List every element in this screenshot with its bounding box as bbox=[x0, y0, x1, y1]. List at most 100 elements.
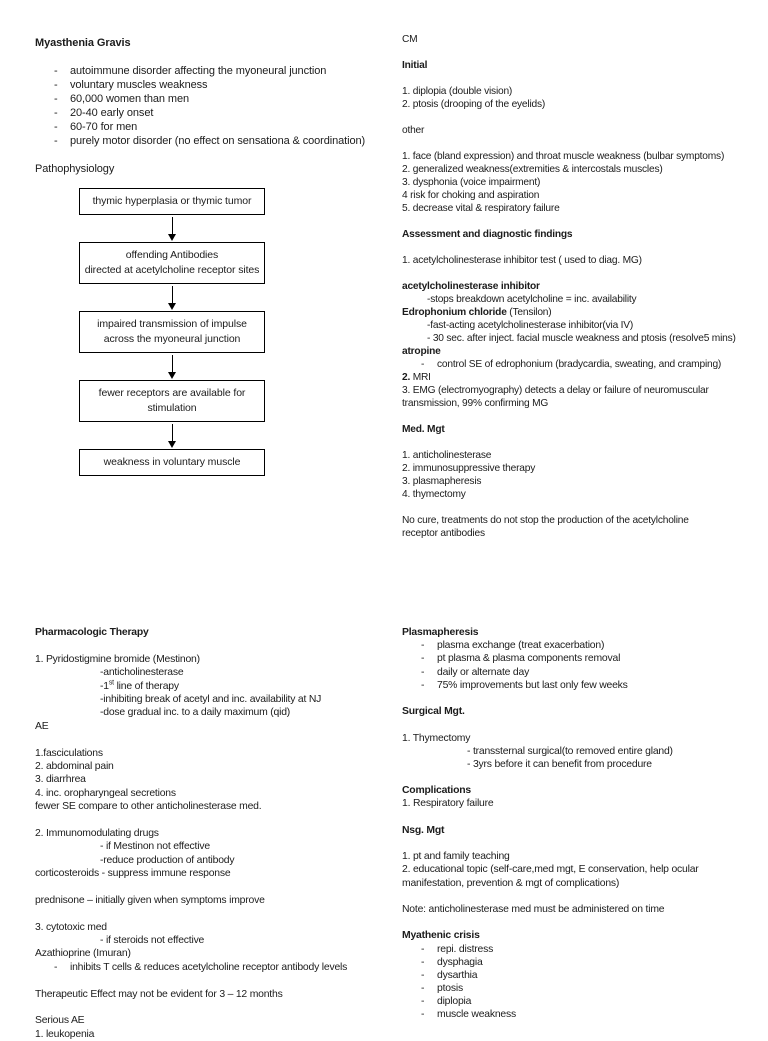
pathophysiology-flowchart: thymic hyperplasia or thymic tumor offend… bbox=[79, 188, 265, 476]
text-line: 2. ptosis (drooping of the eyelids) bbox=[402, 99, 546, 110]
text-line: 2. generalized weakness(extremities & in… bbox=[402, 164, 663, 175]
bullet-dash: - bbox=[421, 956, 425, 968]
bullet-text: 60,000 women than men bbox=[70, 93, 189, 105]
text-line: Assessment and diagnostic findings bbox=[402, 229, 573, 240]
bullet-text: dysphagia bbox=[437, 956, 483, 968]
text-line: Edrophonium chloride (Tensilon) bbox=[402, 306, 766, 319]
section-myasthenia-gravis: Myasthenia Gravis-autoimmune disorder af… bbox=[35, 36, 397, 476]
flow-arrow-down-icon bbox=[167, 424, 176, 448]
text-line: Complications bbox=[402, 785, 471, 797]
text-line: 3. cytotoxic med bbox=[35, 921, 107, 933]
text-line: 5. decrease vital & respiratory failure bbox=[402, 203, 560, 214]
blank-line bbox=[402, 436, 766, 449]
text-line: acetylcholinesterase inhibitor bbox=[402, 281, 540, 292]
text-line: -inhibiting break of acetyl and inc. ava… bbox=[100, 693, 322, 705]
text-line: 2. MRI bbox=[402, 371, 766, 384]
section-plasmapheresis-surgical-nursing: Plasmapheresis-plasma exchange (treat ex… bbox=[402, 626, 766, 1022]
text-line: -anticholinesterase bbox=[100, 667, 184, 679]
text-line: -diplopia bbox=[402, 995, 766, 1008]
bullet-dash: - bbox=[54, 121, 58, 133]
bullet-text: repi. distress bbox=[437, 943, 494, 955]
text-line: 1. anticholinesterase bbox=[402, 450, 492, 461]
text-line: 1. acetylcholinesterase inhibitor test (… bbox=[402, 255, 642, 266]
blank-line bbox=[402, 501, 766, 514]
text-line: corticosteroids - suppress immune respon… bbox=[35, 868, 231, 880]
bullet-text: pt plasma & plasma components removal bbox=[437, 653, 621, 665]
text-segment: MRI bbox=[410, 372, 431, 383]
text-line: -75% improvements but last only few week… bbox=[402, 679, 766, 692]
bullet-text: ptosis bbox=[437, 983, 463, 995]
text-line: -dysarthia bbox=[402, 969, 766, 982]
bullet-text: 20-40 early onset bbox=[70, 107, 154, 119]
bullet-text: 60-70 for men bbox=[70, 121, 138, 133]
bullet-dash: - bbox=[421, 969, 425, 981]
text-line: 1. Respiratory failure bbox=[402, 798, 494, 810]
blank-line bbox=[35, 813, 397, 826]
bullet-text: voluntary muscles weakness bbox=[70, 79, 208, 91]
bullet-text: 75% improvements but last only few weeks bbox=[437, 679, 628, 691]
blank-line bbox=[402, 890, 766, 903]
blank-line bbox=[402, 267, 766, 280]
text-line: -fast-acting acetylcholinesterase inhibi… bbox=[427, 320, 634, 331]
text-line: -ptosis bbox=[402, 982, 766, 995]
blank-line bbox=[35, 733, 397, 746]
text-line: -20-40 early onset bbox=[35, 106, 397, 120]
text-line: other bbox=[402, 125, 425, 136]
text-line: Plasmapheresis bbox=[402, 627, 479, 638]
text-segment: 2. bbox=[402, 372, 411, 383]
blank-line bbox=[402, 137, 766, 150]
text-line: -1st line of therapy bbox=[35, 679, 397, 693]
text-line: 3. plasmapheresis bbox=[402, 476, 482, 487]
bullet-dash: - bbox=[54, 107, 58, 119]
text-segment: st bbox=[108, 679, 114, 687]
text-line: -voluntary muscles weakness bbox=[35, 78, 397, 92]
bullet-dash: - bbox=[54, 93, 58, 105]
flowchart-box-line: offending Antibodies bbox=[125, 249, 219, 261]
text-line: Note: anticholinesterase med must be adm… bbox=[402, 903, 665, 915]
text-line: -60,000 women than men bbox=[35, 92, 397, 106]
text-line: manifestation, prevention & mgt of compl… bbox=[402, 877, 620, 889]
blank-line bbox=[35, 880, 397, 893]
bullet-text: control SE of edrophonium (bradycardia, … bbox=[437, 359, 722, 370]
text-line: Surgical Mgt. bbox=[402, 706, 465, 718]
text-line: Azathioprine (Imuran) bbox=[35, 948, 131, 960]
text-line: Therapeutic Effect may not be evident fo… bbox=[35, 988, 283, 1000]
text-line: -daily or alternate day bbox=[402, 666, 766, 679]
text-segment: line of therapy bbox=[113, 680, 179, 692]
blank-line bbox=[402, 837, 766, 850]
text-line: Pathophysiology bbox=[35, 163, 115, 175]
text-line: 1. diplopia (double vision) bbox=[402, 86, 513, 97]
text-line: Pharmacologic Therapy bbox=[35, 627, 149, 638]
text-line: 3. dysphonia (voice impairment) bbox=[402, 177, 541, 188]
text-line: -dysphagia bbox=[402, 956, 766, 969]
text-line: 4. inc. oropharyngeal secretions bbox=[35, 787, 176, 799]
bullet-text: inhibits T cells & reduces acetylcholine… bbox=[70, 961, 348, 973]
flowchart-box-line: thymic hyperplasia or thymic tumor bbox=[92, 195, 252, 207]
text-line: Serious AE bbox=[35, 1015, 85, 1027]
text-line: - if Mestinon not effective bbox=[100, 841, 210, 853]
text-line: 2. abdominal pain bbox=[35, 760, 114, 772]
blank-line bbox=[402, 241, 766, 254]
blank-line bbox=[402, 811, 766, 824]
text-line: -plasma exchange (treat exacerbation) bbox=[402, 639, 766, 652]
blank-line bbox=[402, 72, 766, 85]
flowchart-box-line: impaired transmission of impulse bbox=[97, 318, 247, 330]
text-line: -60-70 for men bbox=[35, 120, 397, 134]
text-line: Myathenic crisis bbox=[402, 930, 480, 942]
bullet-dash: - bbox=[421, 359, 425, 370]
bullet-dash: - bbox=[54, 961, 58, 973]
text-segment: (Tensilon) bbox=[509, 307, 552, 318]
text-line: - 3yrs before it can benefit from proced… bbox=[467, 758, 652, 770]
blank-line bbox=[35, 974, 397, 987]
text-line: -autoimmune disorder affecting the myone… bbox=[35, 64, 397, 78]
flowchart-box: weakness in voluntary muscle bbox=[79, 449, 265, 476]
flowchart-box-line: across the myoneural junction bbox=[103, 333, 241, 345]
text-line: CM bbox=[402, 34, 418, 45]
text-line: 1.fasciculations bbox=[35, 747, 103, 759]
blank-line bbox=[35, 639, 397, 652]
blank-line bbox=[35, 50, 397, 64]
bullet-text: daily or alternate day bbox=[437, 666, 530, 678]
